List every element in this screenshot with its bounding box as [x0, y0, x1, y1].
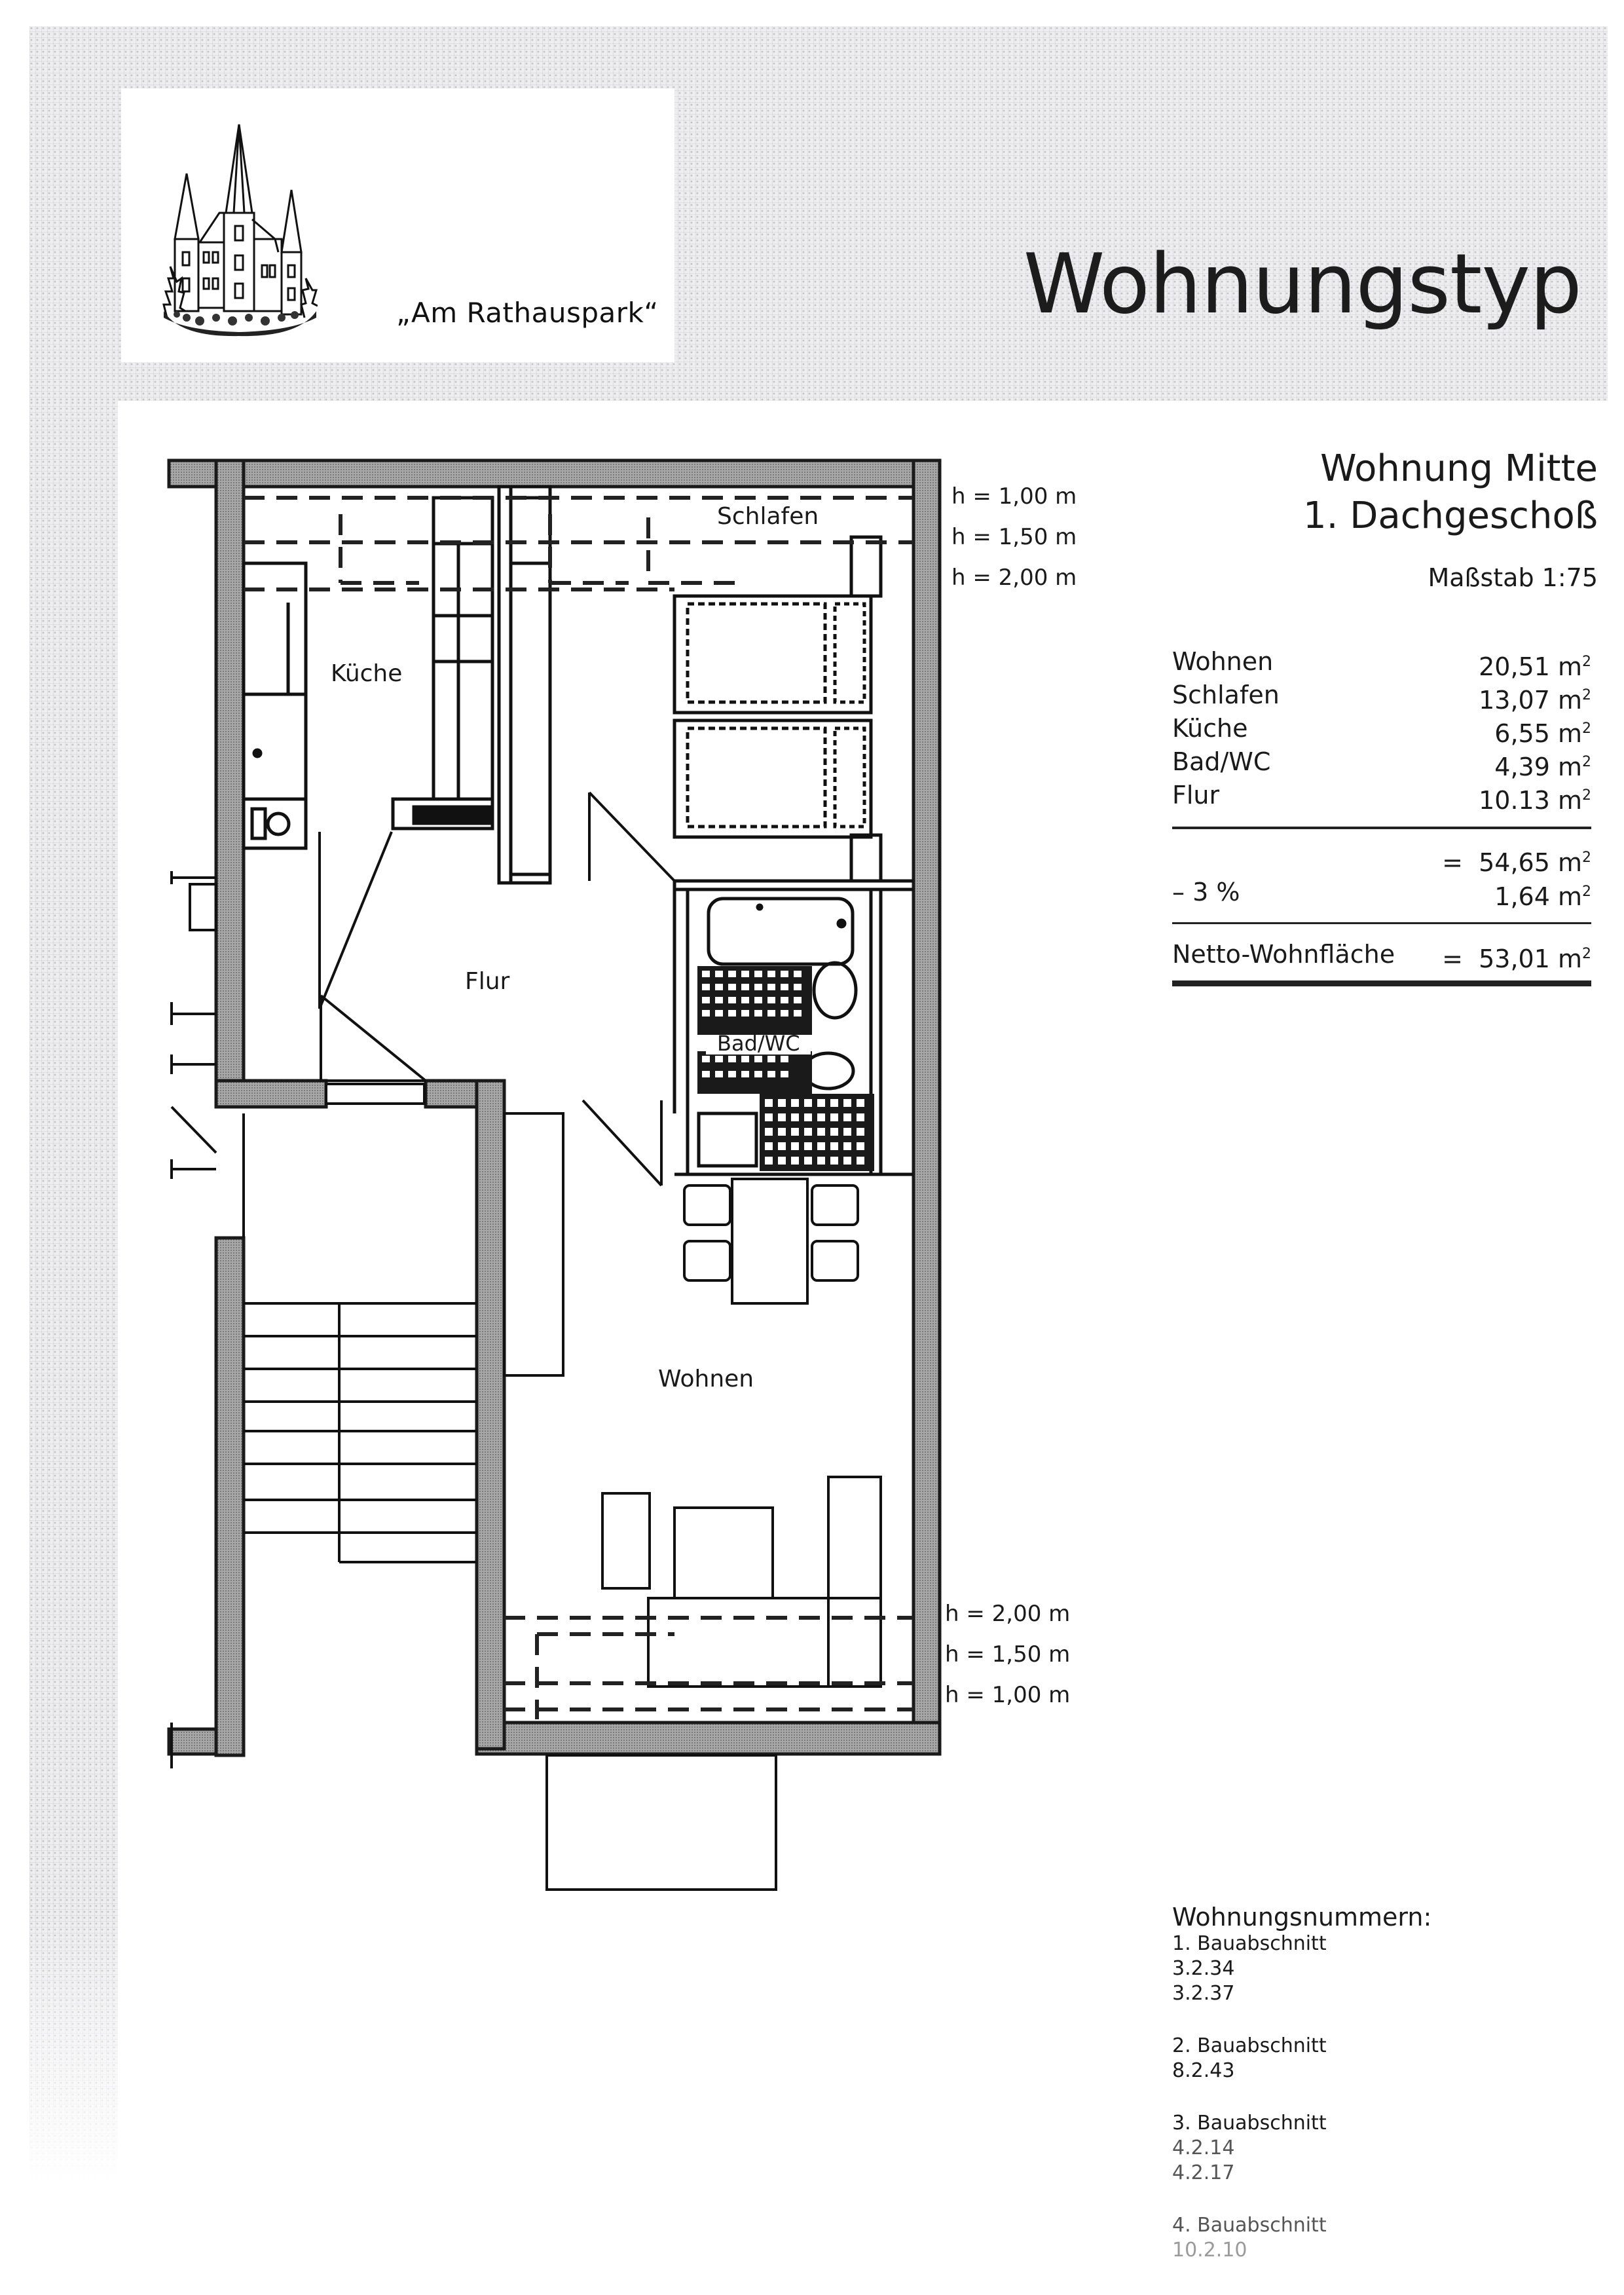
section-label: 3. Bauabschnitt [1172, 2112, 1327, 2135]
double-divider [1172, 980, 1591, 986]
room-label-schlafen: Schlafen [717, 503, 819, 530]
area-table: Wohnen 20,51 m2 Schlafen 13,07 m2 Küche … [1172, 645, 1591, 986]
bath-tiles [697, 966, 874, 1171]
logo-box: „Am Rathauspark“ [121, 88, 674, 362]
room-name: Küche [1172, 714, 1248, 743]
net-area-row: Netto-Wohnfläche = 53,01 m2 [1172, 937, 1591, 973]
subtotal-row: = 54,65 m2 [1172, 841, 1591, 877]
room-label-flur: Flur [465, 968, 510, 995]
room-label-wohnen: Wohnen [658, 1366, 754, 1392]
section-label: 1. Bauabschnitt [1172, 1932, 1327, 1955]
apartment-number: 4.2.14 [1172, 2136, 1235, 2159]
apartment-floor: 1. Dachgeschoß [1303, 494, 1598, 537]
left-margin-strip [29, 401, 118, 2182]
room-name: Wohnen [1172, 647, 1274, 676]
logo-caption: „Am Rathauspark“ [396, 297, 659, 329]
height-label: h = 1,00 m [945, 1682, 1071, 1708]
section-label: 4. Bauabschnitt [1172, 2214, 1327, 2237]
apartment-numbers-heading: Wohnungsnummern: [1172, 1903, 1432, 1931]
deduction-value: 1,64 m2 [1494, 882, 1591, 911]
room-label-bad: Bad/WC [717, 1031, 800, 1056]
area-row: Küche 6,55 m2 [1172, 712, 1591, 748]
apartment-number: 4.2.17 [1172, 2161, 1235, 2184]
net-area-label: Netto-Wohnfläche [1172, 940, 1395, 969]
section-label: 2. Bauabschnitt [1172, 2034, 1327, 2057]
apartment-number: 3.2.37 [1172, 1982, 1235, 2005]
apartment-numbers: Wohnungsnummern: 1. Bauabschnitt 3.2.34 … [1172, 1903, 1500, 2263]
apartment-number: 10.2.10 [1172, 2239, 1247, 2262]
divider [1172, 827, 1591, 829]
plan-scale: Maßstab 1:75 [1428, 563, 1598, 592]
exterior-walls [167, 458, 942, 1757]
height-label: h = 2,00 m [945, 1601, 1071, 1627]
area-row: Flur 10.13 m2 [1172, 779, 1591, 815]
area-row: Bad/WC 4,39 m2 [1172, 745, 1591, 781]
apartment-number: 3.2.34 [1172, 1957, 1235, 1980]
apartment-number: 8.2.43 [1172, 2059, 1235, 2082]
deduction-row: – 3 % 1,64 m2 [1172, 875, 1591, 911]
room-name: Flur [1172, 781, 1220, 810]
area-row: Wohnen 20,51 m2 [1172, 645, 1591, 681]
deduction-label: – 3 % [1172, 878, 1240, 906]
subtotal-value: = 54,65 m2 [1442, 848, 1591, 877]
page-title: Wohnungstyp [1023, 236, 1582, 332]
apartment-name: Wohnung Mitte [1320, 447, 1598, 490]
area-row: Schlafen 13,07 m2 [1172, 679, 1591, 715]
room-area: 10.13 m2 [1479, 786, 1591, 815]
room-area: 20,51 m2 [1479, 652, 1591, 681]
height-label: h = 1,50 m [951, 524, 1077, 550]
height-label: h = 2,00 m [951, 565, 1077, 591]
room-area: 4,39 m2 [1494, 753, 1591, 781]
room-area: 13,07 m2 [1479, 686, 1591, 715]
room-label-kueche: Küche [331, 660, 403, 687]
castle-with-trees-icon [162, 124, 318, 337]
net-area-value: = 53,01 m2 [1442, 944, 1591, 973]
room-name: Bad/WC [1172, 747, 1271, 776]
height-label: h = 1,50 m [945, 1641, 1071, 1668]
divider [1172, 922, 1591, 924]
room-area: 6,55 m2 [1494, 719, 1591, 748]
room-name: Schlafen [1172, 681, 1280, 709]
height-label: h = 1,00 m [951, 483, 1077, 510]
